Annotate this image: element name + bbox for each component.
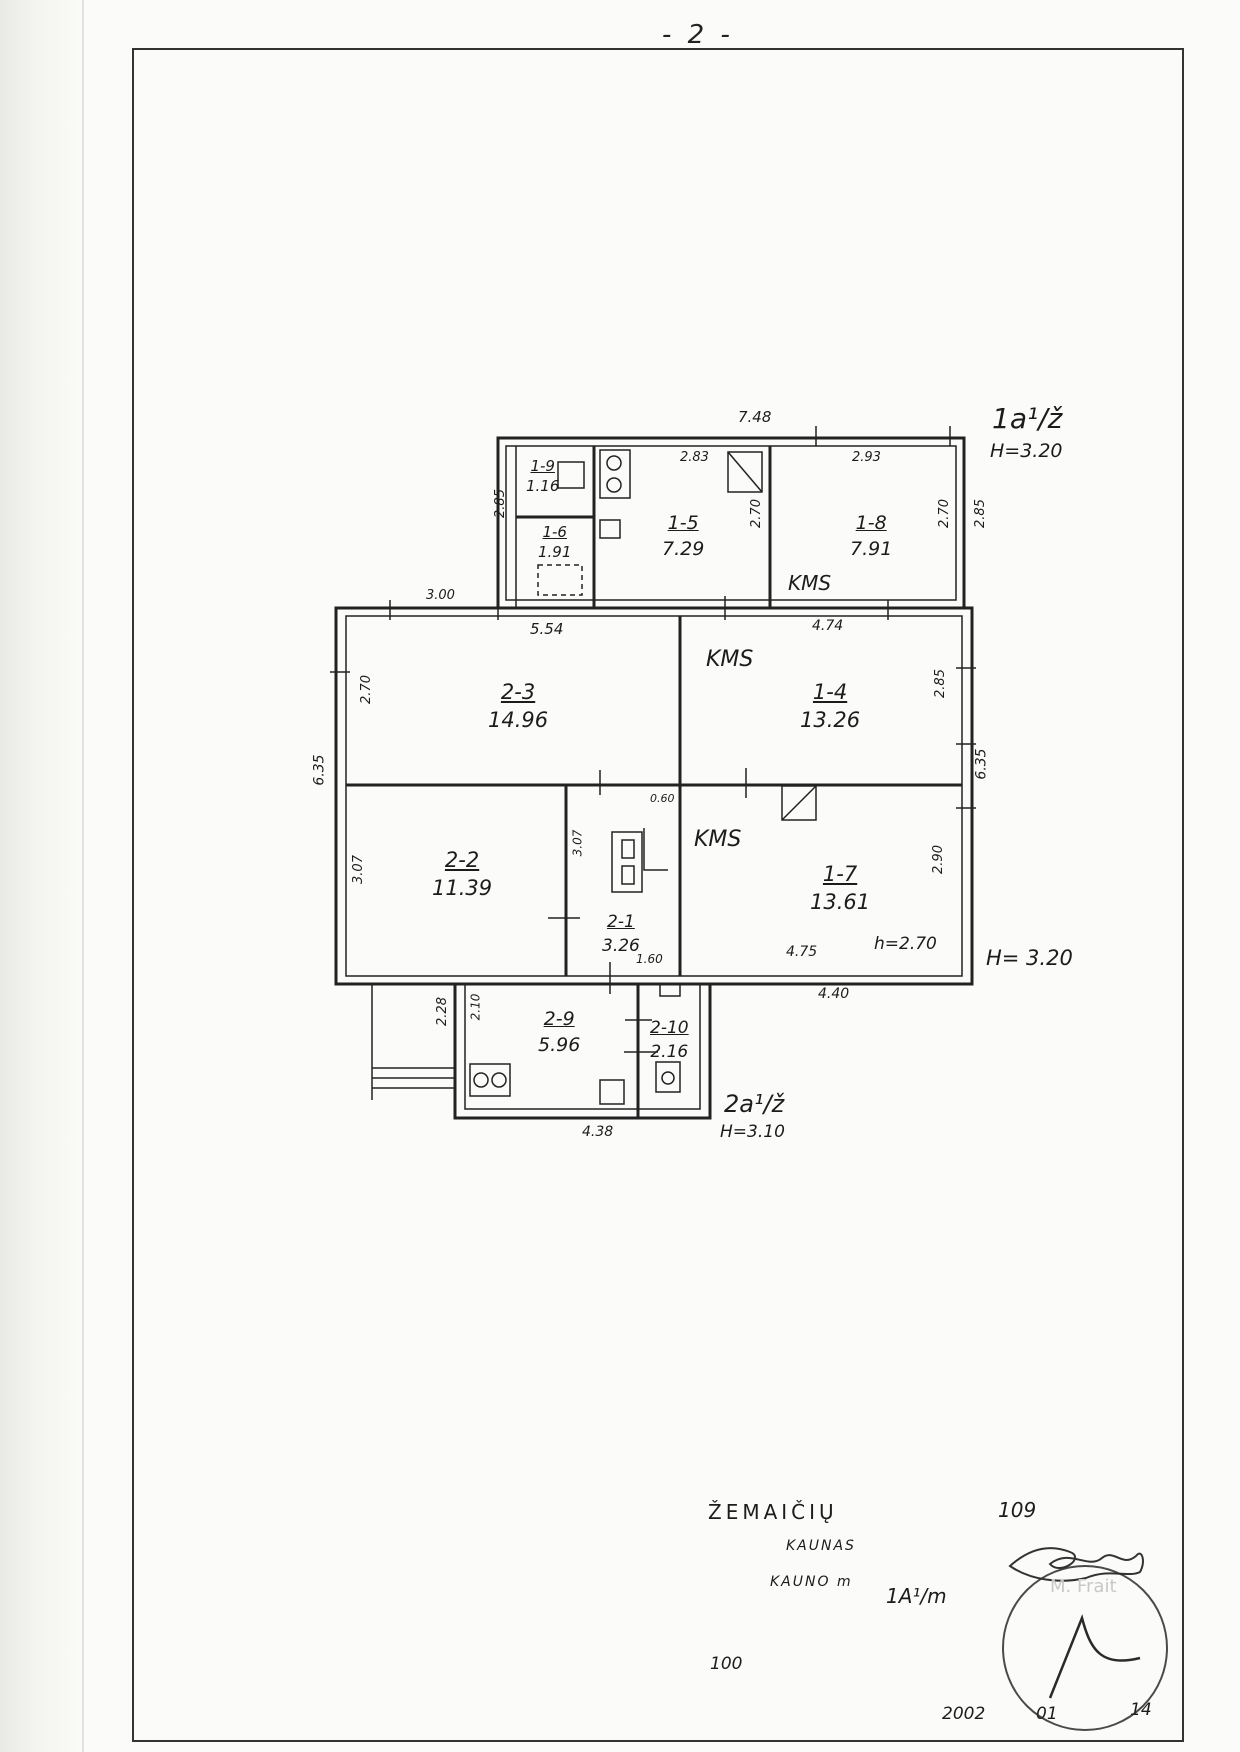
dim-r18-height: 2.70: [936, 499, 952, 528]
stamp-circle-icon: [1002, 1565, 1168, 1731]
number-bottom: 100: [710, 1654, 743, 1674]
dim-r23-height: 2.70: [358, 675, 374, 704]
dim-left-overall: 6.35: [311, 754, 328, 786]
dim-r15-height: 2.70: [748, 499, 764, 528]
municipality-name: KAUNO m: [770, 1574, 853, 1590]
stamp-stroke-icon: [1048, 1614, 1141, 1699]
dim-r14-height: 2.85: [932, 669, 948, 698]
room-2-2: 2-2 11.39: [432, 846, 492, 902]
date-year: 2002: [942, 1704, 986, 1724]
opening-marks: [330, 426, 976, 1053]
paper-fold-line: [82, 0, 84, 1752]
stamp-text: M. Frait: [1050, 1576, 1117, 1597]
dim-r17-width: 4.75: [786, 944, 818, 960]
dim-bottom-annex: 4.38: [582, 1124, 614, 1140]
dim-left-offset: 3.00: [426, 588, 455, 603]
date-day: 14: [1130, 1700, 1152, 1720]
room-id: 1-7: [822, 862, 858, 886]
room-id: 1-4: [812, 680, 848, 704]
room-id: 2-2: [444, 848, 480, 872]
kms-mark-3: KMS: [788, 571, 831, 595]
dim-r21-width: 1.60: [636, 952, 663, 966]
dim-r29-height: 2.10: [468, 993, 483, 1021]
room-id: 2-10: [650, 1018, 689, 1038]
dim-r17-height: 2.90: [930, 845, 946, 874]
dim-bottom-right: 4.40: [818, 986, 850, 1002]
signature-stamp: M. Frait: [1002, 1547, 1168, 1731]
city-name: KAUNAS: [786, 1538, 856, 1554]
signature-icon: [1008, 1547, 1144, 1582]
room-area: 3.26: [602, 936, 640, 956]
dim-r21-height: 3.07: [570, 829, 585, 857]
room-1-9: 1-9 1.16: [526, 456, 559, 496]
page-number: - 2 -: [662, 20, 734, 50]
street-name: ŽEMAIČIŲ: [708, 1500, 838, 1524]
date-month: 01: [1036, 1704, 1058, 1724]
room-1-4: 1-4 13.26: [800, 678, 860, 734]
drawing-frame: [132, 48, 1184, 1742]
dim-porch-height: 2.28: [434, 997, 450, 1026]
room-1-5: 1-5 7.29: [662, 510, 704, 562]
room-area: 1.16: [526, 477, 560, 495]
room-id: 1-6: [542, 523, 567, 541]
room-area: 5.96: [538, 1034, 581, 1056]
room-id: 1-5: [667, 512, 699, 534]
room-area: 7.29: [662, 538, 705, 560]
room-2-9: 2-9 5.96: [538, 1006, 580, 1058]
room-area: 1.91: [538, 543, 572, 561]
number-top: 109: [998, 1498, 1037, 1522]
block-1-height: H=3.20: [990, 440, 1063, 462]
room-1-8: 1-8 7.91: [850, 510, 892, 562]
fixtures: [469, 449, 817, 1105]
room-1-6: 1-6 1.91: [538, 522, 571, 562]
room-area: 13.26: [800, 708, 861, 732]
room-id: 2-9: [543, 1008, 575, 1030]
block-1-label: 1a¹/ž: [992, 402, 1063, 435]
dim-r14-width: 4.74: [812, 618, 844, 634]
lower-annex-walls: [371, 982, 712, 1120]
dim-r22-height: 3.07: [350, 855, 366, 884]
dim-top-overall: 7.48: [738, 408, 772, 426]
room-2-3: 2-3 14.96: [488, 678, 548, 734]
block-1-height-lower: H= 3.20: [986, 946, 1073, 970]
dim-right-upper: 2.85: [972, 499, 988, 528]
room-area: 7.91: [850, 538, 893, 560]
room-area: 14.96: [488, 708, 549, 732]
room-1-7: 1-7 13.61: [810, 860, 870, 916]
block-2-label: 2a¹/ž: [724, 1090, 785, 1118]
room-id: 2-3: [500, 680, 536, 704]
kms-mark-1: KMS: [706, 647, 753, 672]
block-2-height: H=3.10: [720, 1122, 785, 1142]
room-2-1: 2-1 3.26: [602, 910, 640, 958]
kms-mark-2: KMS: [694, 827, 741, 852]
building-code: 1A¹/m: [886, 1584, 947, 1608]
inner-height-label: h=2.70: [874, 934, 937, 954]
room-id: 1-9: [530, 457, 555, 475]
dim-stair-small: 0.60: [650, 792, 675, 805]
room-id: 2-1: [607, 912, 635, 932]
room-2-10: 2-10 2.16: [650, 1016, 689, 1064]
dim-r23-width: 5.54: [530, 620, 564, 638]
dim-r15-width: 2.83: [680, 450, 709, 465]
dim-left-upper: 2.85: [492, 489, 508, 518]
dim-right-overall: 6.35: [973, 748, 990, 780]
room-area: 13.61: [810, 890, 871, 914]
room-area: 2.16: [650, 1042, 689, 1062]
room-id: 1-8: [855, 512, 887, 534]
paper-edge-shadow: [0, 0, 86, 1752]
dim-r18-width: 2.93: [852, 450, 881, 465]
room-area: 11.39: [432, 876, 493, 900]
